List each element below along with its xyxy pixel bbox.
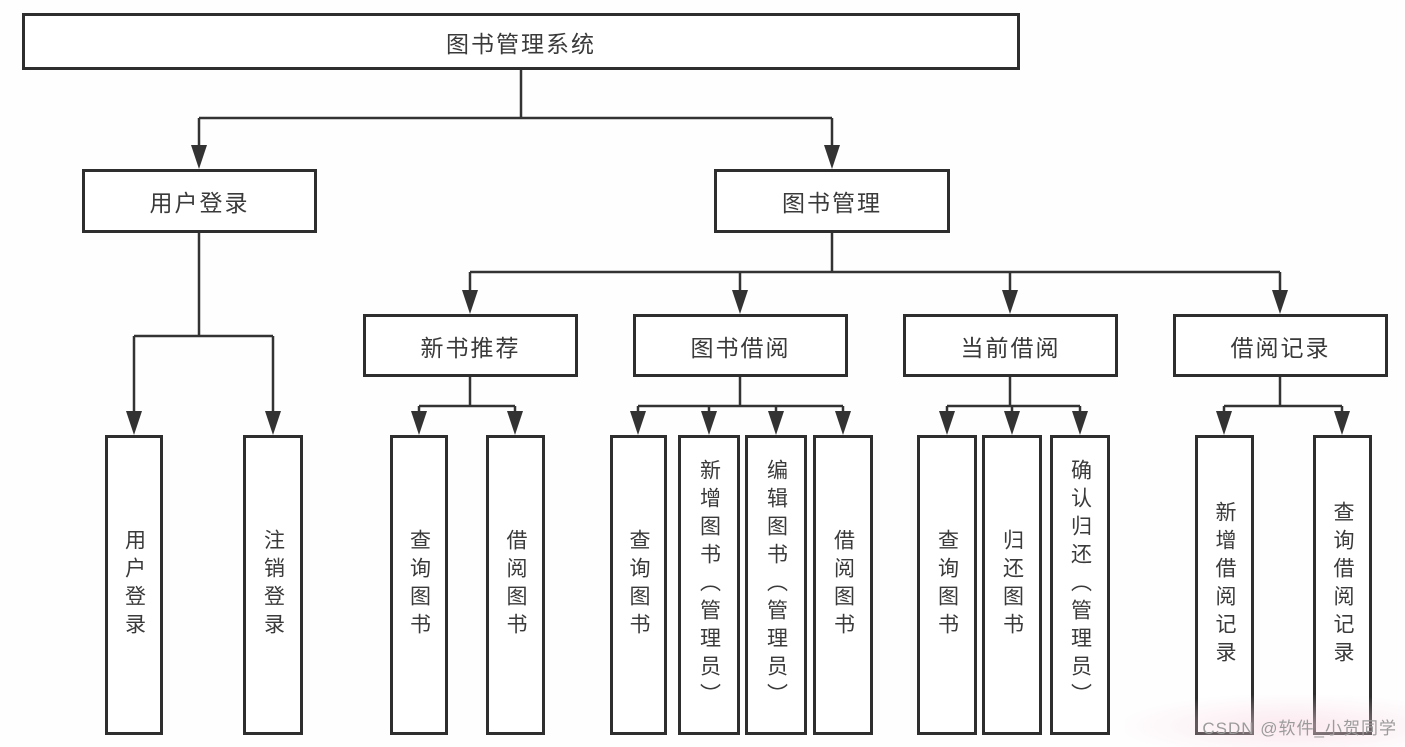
node-book-management: 图书管理 [714,169,950,233]
leaf-user-login: 用户登录 [105,435,163,735]
leaf-query-book-recommend: 查询图书 [390,435,448,735]
node-label: 图书管理 [782,190,882,216]
leaf-label: 借阅图书 [831,529,855,641]
node-label: 借阅记录 [1230,334,1331,361]
leaf-label: 查询图书 [935,529,959,641]
leaf-edit-book-admin: 编辑图书（管理员） [745,435,807,735]
node-current-borrow: 当前借阅 [903,314,1118,377]
leaf-label: 确认归还（管理员） [1068,459,1092,711]
node-label: 用户登录 [149,190,250,216]
leaf-label: 注销登录 [261,529,285,641]
node-new-book-recommend: 新书推荐 [363,314,578,377]
leaf-label: 查询借阅记录 [1331,501,1354,669]
leaf-add-borrow-record: 新增借阅记录 [1195,435,1254,735]
leaf-label: 编辑图书（管理员） [764,459,788,711]
leaf-label: 用户登录 [122,529,146,641]
leaf-borrow-book: 借阅图书 [813,435,873,735]
node-library-system: 图书管理系统 [22,13,1020,70]
leaf-borrow-book-recommend: 借阅图书 [486,435,545,735]
leaf-label: 查询图书 [627,529,650,641]
node-user-login: 用户登录 [82,169,317,233]
leaf-label: 归还图书 [1000,529,1024,641]
leaf-add-book-admin: 新增图书（管理员） [678,435,740,735]
node-borrow-records: 借阅记录 [1173,314,1388,377]
node-label: 新书推荐 [420,334,521,361]
node-label: 当前借阅 [960,334,1061,361]
leaf-logout: 注销登录 [243,435,303,735]
leaf-label: 新增图书（管理员） [697,459,721,711]
leaf-label: 新增借阅记录 [1213,501,1236,669]
leaf-label: 查询图书 [407,529,431,641]
node-book-borrow: 图书借阅 [633,314,848,377]
leaf-query-borrow-record: 查询借阅记录 [1313,435,1372,735]
leaf-query-book-borrow: 查询图书 [610,435,667,735]
leaf-return-book: 归还图书 [982,435,1042,735]
leaf-confirm-return-admin: 确认归还（管理员） [1050,435,1110,735]
node-label: 图书借阅 [690,334,791,361]
leaf-query-book-current: 查询图书 [917,435,977,735]
leaf-label: 借阅图书 [504,529,527,641]
watermark: CSDN @软件_小贺同学 [1202,719,1397,738]
node-label: 图书管理系统 [446,30,596,57]
